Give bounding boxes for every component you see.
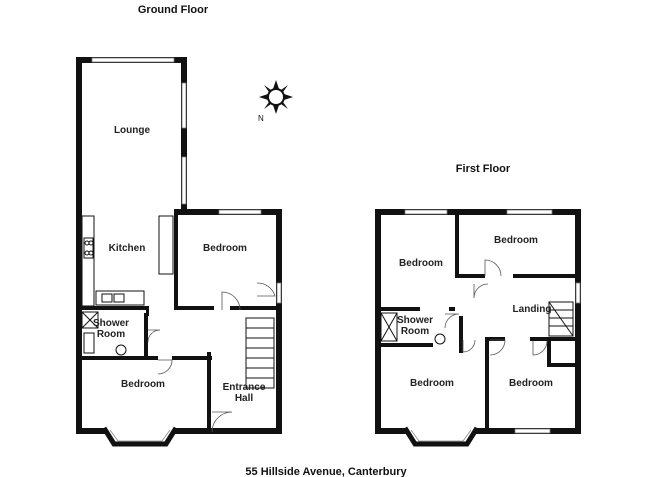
room-label-first-shower-2: Room [401,326,429,337]
room-label-ground-shower-1: Shower [93,318,129,329]
first-floor-title: First Floor [456,163,511,175]
room-label-first-front-left-bedroom: Bedroom [410,378,454,389]
room-label-first-left-bedroom: Bedroom [399,258,443,269]
room-label-landing: Landing [513,304,552,315]
room-label-kitchen: Kitchen [109,243,146,254]
ground-floor-title: Ground Floor [138,4,209,16]
room-label-entrance-1: Entrance [223,382,266,393]
room-label-ground-shower-2: Room [97,329,125,340]
room-label-ground-bedroom: Bedroom [203,243,247,254]
room-label-first-right-bedroom: Bedroom [494,235,538,246]
first-stairs [548,301,574,337]
address-caption: 55 Hillside Avenue, Canterbury [245,466,407,477]
compass-north-label: N [258,114,264,123]
room-label-entrance-2: Hall [235,393,254,404]
room-label-ground-front-bedroom: Bedroom [121,379,165,390]
room-label-first-front-right-bedroom: Bedroom [509,378,553,389]
ground-stairs [245,317,275,389]
compass-icon: N [258,80,293,123]
first-floor-plan: Bedroom Bedroom Shower Room Landing Bedr… [375,209,581,447]
ground-floor-plan: Lounge Kitchen Bedroom Shower Room Bedro… [76,57,282,447]
room-label-first-shower-1: Shower [397,315,433,326]
room-label-lounge: Lounge [114,125,151,136]
